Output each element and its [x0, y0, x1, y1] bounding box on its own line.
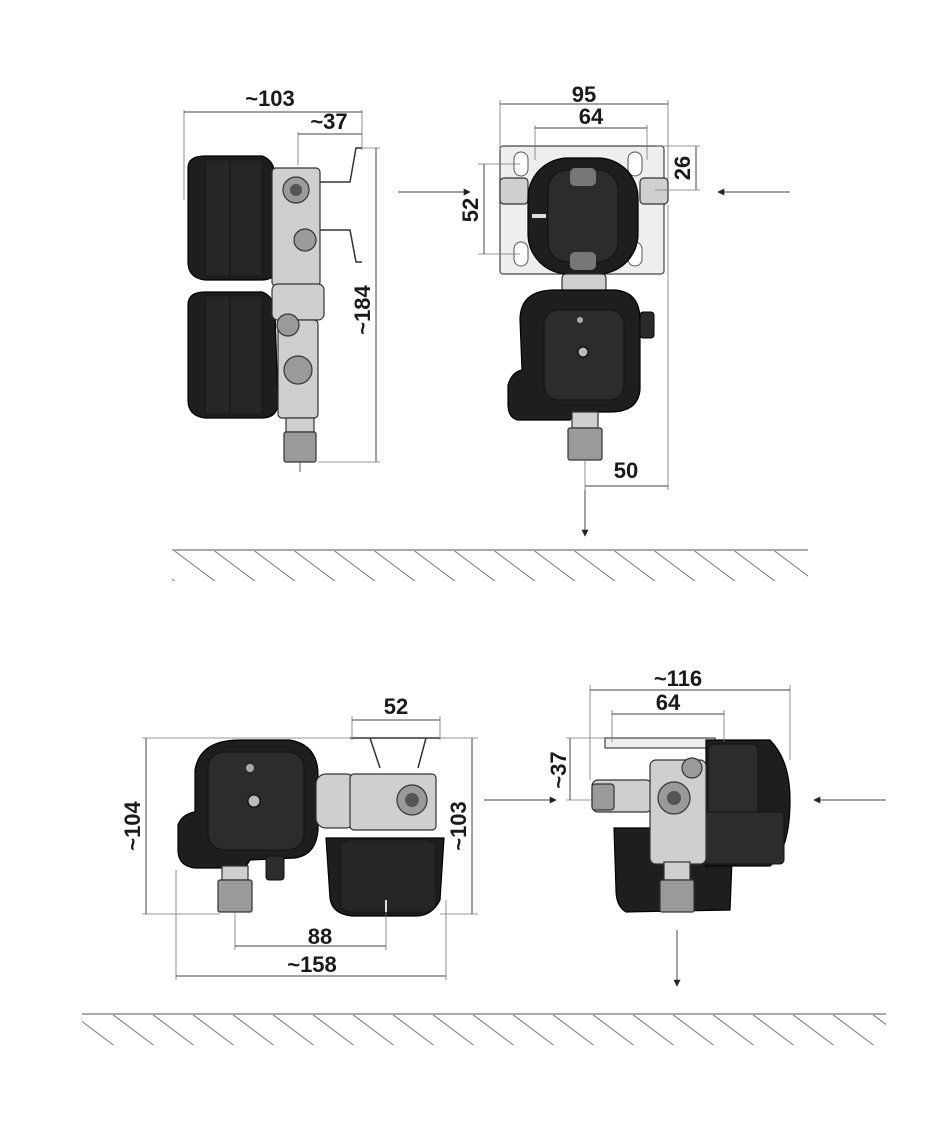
dim-side-hole-spacing: 64 [656, 690, 681, 715]
dim-horiz-height-left: ~104 [120, 800, 145, 850]
dim-height: ~184 [350, 284, 375, 334]
dim-hole-spacing: 64 [579, 104, 604, 129]
front-outlet-fitting [568, 428, 602, 460]
dim-width: ~103 [245, 86, 295, 111]
view-bottom-left: 52 ~104 ~103 88 ~158 [120, 694, 556, 980]
horiz-outlet-fitting [218, 880, 252, 912]
outlet-fitting [284, 432, 316, 462]
dim-depth: ~37 [310, 109, 347, 134]
dim-outlet-spacing: 88 [308, 924, 332, 949]
view-bottom-right: ~116 64 ~37 [546, 666, 886, 986]
floor-bottom [82, 1014, 886, 1045]
view-top-left: ~103 ~37 ~184 [184, 86, 380, 472]
dim-horiz-bracket: 52 [384, 694, 408, 719]
dim-top-offset: 26 [670, 156, 695, 180]
dim-overall-width: ~158 [287, 952, 337, 977]
dim-side-width: ~116 [654, 666, 702, 691]
floor-top [172, 550, 808, 581]
dim-outlet-offset: 50 [614, 458, 638, 483]
dim-horiz-height-right: ~103 [446, 801, 471, 851]
view-top-right: 95 64 26 52 50 [398, 82, 790, 536]
side-outlet-fitting [660, 880, 694, 912]
mounting-bracket [320, 148, 362, 262]
horiz-bracket [350, 738, 440, 768]
dim-side-depth: ~37 [546, 751, 571, 788]
dim-mount-height: 52 [458, 198, 483, 222]
